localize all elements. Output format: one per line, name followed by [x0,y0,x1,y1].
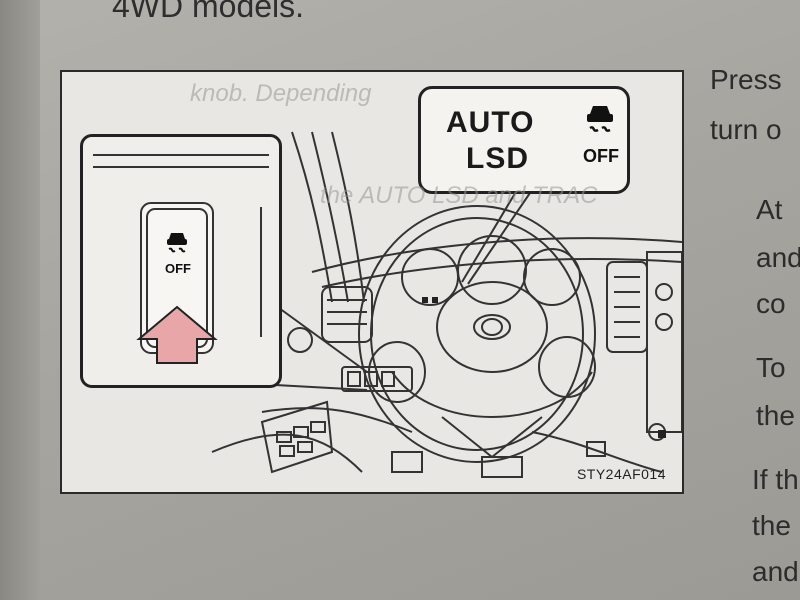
right-para-3-line-1: If th [752,464,799,495]
dashboard-line-art [211,131,682,478]
bleed-through-text: the AUTO LSD and TRAC [320,182,598,209]
press-arrow [136,305,218,364]
right-para-3-line-2: the [752,510,791,541]
bleed-through-text: knob. Depending [190,80,372,107]
callout-off-label: OFF [583,146,619,166]
page-gutter [0,0,40,600]
callout-off-indicator: OFF [580,100,620,170]
right-para-1-line-3: co [756,288,786,319]
callout-auto-label: AUTO [446,106,535,139]
right-text-line-2: turn o [710,114,782,145]
right-para-2-line-2: the [756,400,795,431]
right-para-2-line-1: To [756,352,786,383]
right-para-3-line-3: and [752,556,799,587]
right-text-line-1: Press [710,64,782,95]
callout-lsd-label: LSD [466,142,529,175]
right-para-1-line-1: At [756,194,783,225]
figure-code: STY24AF014 [576,466,666,482]
inset-drawing [93,154,269,364]
auto-lsd-callout [418,86,630,194]
inset-off-label: OFF [165,261,191,276]
header-text: 4WD models. [112,0,305,24]
vehicle-skid-off-icon [587,106,613,132]
vehicle-skid-off-icon [167,233,187,253]
button-inset: OFF [80,134,282,388]
right-para-1-line-2: and [756,242,800,273]
